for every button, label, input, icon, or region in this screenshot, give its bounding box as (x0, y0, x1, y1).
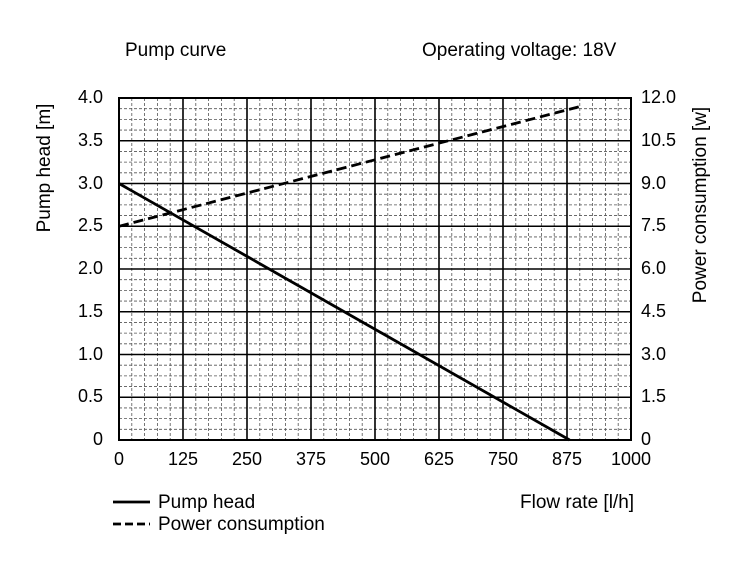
y-axis-label: Pump head [m] (34, 103, 55, 233)
x-axis-label: Flow rate [l/h] (520, 492, 635, 513)
y-tick-label: 3.5 (77, 129, 103, 150)
y2-tick-label: 3.0 (641, 343, 667, 364)
y-tick-label: 2.0 (77, 258, 103, 278)
x-tick-label: 625 (423, 449, 455, 469)
x-tick-label: 750 (487, 449, 519, 469)
series-line-pump-head (118, 182, 571, 442)
chart-title: Pump curve (125, 40, 227, 61)
legend (113, 500, 150, 526)
y-tick-label: 3.0 (77, 172, 103, 193)
y-tick-label: 1.5 (77, 300, 103, 321)
y-tick-label: 0 (92, 429, 103, 449)
y2-tick-label: 7.5 (641, 215, 667, 236)
y-tick-label: 2.5 (77, 215, 103, 236)
y2-tick-label: 12.0 (641, 87, 677, 107)
x-tick-label: 500 (359, 449, 391, 469)
y2-tick-label: 1.5 (641, 386, 667, 407)
x-tick-label: 125 (167, 449, 199, 469)
y2-axis-label: Power consumption [w] (690, 106, 711, 304)
series-line-power-consumption (118, 105, 581, 228)
series-layer (118, 105, 581, 442)
x-tick-label: 250 (231, 449, 263, 469)
x-tick-label: 875 (551, 449, 583, 469)
legend-label-pump-head: Pump head (158, 492, 256, 513)
legend-label-power-consumption: Power consumption (158, 514, 325, 535)
y-tick-label: 4.0 (77, 87, 103, 107)
y2-tick-label: 9.0 (641, 172, 667, 193)
major-grid (119, 98, 631, 440)
y-tick-label: 0.5 (77, 386, 103, 407)
y2-tick-label: 6.0 (641, 258, 667, 278)
x-tick-label: 1000 (610, 449, 652, 469)
y-tick-label: 1.0 (77, 343, 103, 364)
y2-tick-label: 4.5 (641, 300, 667, 321)
plot-frame (118, 97, 632, 441)
chart-subtitle: Operating voltage: 18V (422, 40, 617, 61)
x-tick-label: 0 (113, 449, 124, 469)
x-tick-label: 375 (295, 449, 327, 469)
y2-tick-label: 10.5 (641, 129, 677, 150)
y2-tick-label: 0 (641, 429, 652, 449)
